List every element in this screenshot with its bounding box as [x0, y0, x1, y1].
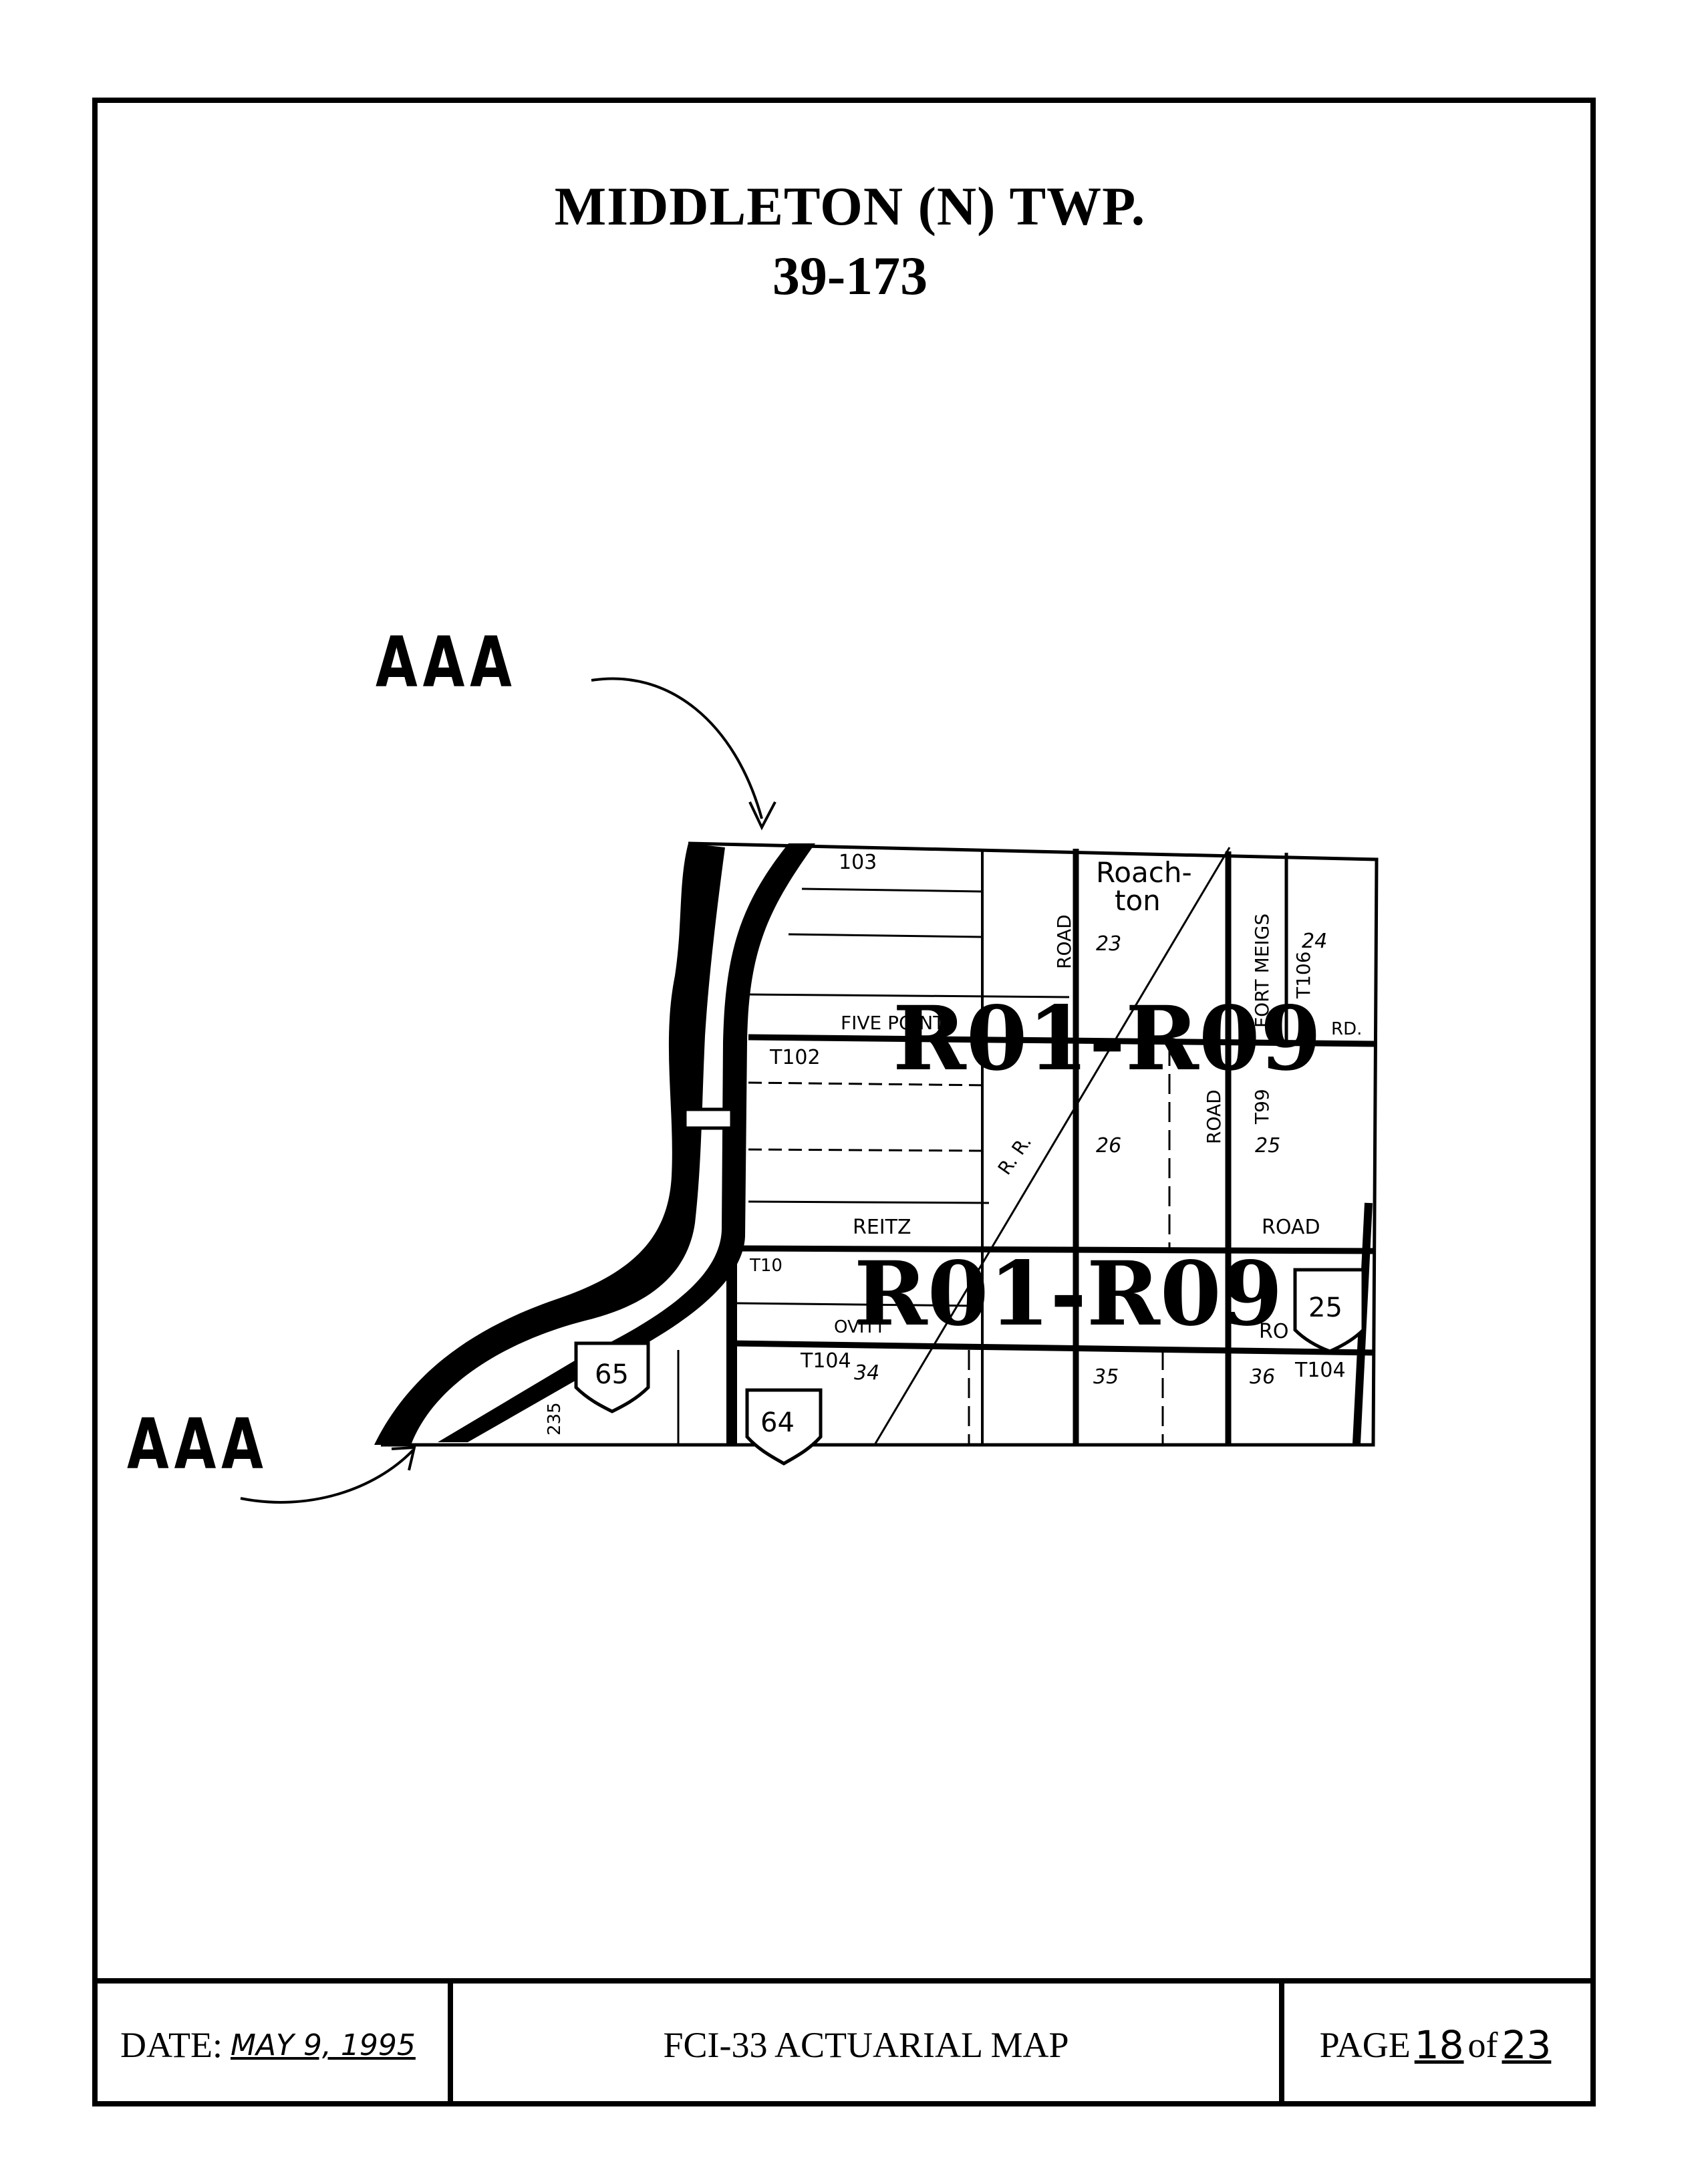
aaa-label-upper: AAA: [376, 622, 517, 703]
river: [374, 843, 725, 1445]
label-section-25: 25: [1255, 1134, 1280, 1157]
label-five-points: FIVE POINTS: [841, 1012, 956, 1034]
route-shield-64: [745, 1388, 823, 1466]
label-road-vertical-2: ROAD: [1203, 1089, 1225, 1144]
label-section-36: 36: [1250, 1365, 1275, 1389]
label-rd: RD.: [1331, 1019, 1362, 1039]
footer-map-title: FCI-33 ACTUARIAL MAP: [453, 1984, 1284, 2106]
highway: [438, 843, 815, 1442]
page-frame: [92, 98, 1596, 2106]
arrow-upper: [591, 677, 776, 831]
label-road-right: ROAD: [1262, 1216, 1320, 1239]
label-t99: T99: [1251, 1089, 1273, 1125]
label-section-35: 35: [1093, 1365, 1119, 1389]
label-reitz: REITZ: [853, 1216, 911, 1239]
label-road-vertical-1: ROAD: [1053, 914, 1075, 969]
label-section-23: 23: [1096, 932, 1121, 956]
label-rd-lower: RO: [1259, 1320, 1288, 1343]
label-section-34: 34: [854, 1361, 879, 1385]
map-title: MIDDLETON (N) TWP.: [554, 176, 1146, 237]
footer-date: DATE: MAY 9, 1995: [92, 1984, 453, 2106]
label-fort-meigs: FORT MEIGS: [1251, 914, 1273, 1028]
label-t104-right: T104: [1294, 1359, 1346, 1382]
label-route-235: 235: [545, 1402, 565, 1436]
bridge: [683, 1107, 734, 1130]
label-shield-25: 25: [1308, 1292, 1342, 1323]
label-section-26: 26: [1096, 1134, 1121, 1157]
aaa-label-lower: AAA: [127, 1403, 269, 1485]
route-shield-65: [574, 1341, 650, 1413]
label-t102: T102: [769, 1046, 821, 1069]
label-t104-left: T104: [800, 1349, 851, 1373]
label-section-24: 24: [1302, 930, 1327, 953]
page-of: of: [1467, 2025, 1498, 2065]
label-103: 103: [839, 851, 877, 874]
label-town: Roach-: [1096, 856, 1192, 889]
page-label: PAGE: [1319, 2025, 1411, 2065]
label-shield-64: 64: [760, 1407, 795, 1438]
arrow-lower: [240, 1446, 416, 1504]
label-t106: T106: [1292, 951, 1314, 999]
label-shield-65: 65: [595, 1359, 629, 1390]
date-value: MAY 9, 1995: [230, 2028, 416, 2062]
footer-page: PAGE 18 of 23: [1284, 1984, 1590, 2106]
map-type-label: FCI-33 ACTUARIAL MAP: [663, 2025, 1069, 2065]
label-ovitt: OVITT: [834, 1317, 885, 1337]
route-shield-25: [1293, 1268, 1365, 1353]
overlay-label-lower: R01-R09: [854, 1242, 1283, 1346]
page-current: 18: [1414, 2022, 1464, 2068]
overlay-label-upper: R01-R09: [893, 987, 1322, 1091]
label-town2: ton: [1115, 884, 1161, 917]
footer-bar: DATE: MAY 9, 1995 FCI-33 ACTUARIAL MAP P…: [92, 1978, 1596, 2106]
label-railroad: R. R.: [994, 1131, 1036, 1179]
label-t101: T10: [749, 1256, 783, 1276]
map-subtitle: 39-173: [772, 245, 928, 306]
page-total: 23: [1502, 2022, 1552, 2068]
date-label: DATE:: [120, 2025, 223, 2065]
map-grid: [381, 841, 1379, 1447]
